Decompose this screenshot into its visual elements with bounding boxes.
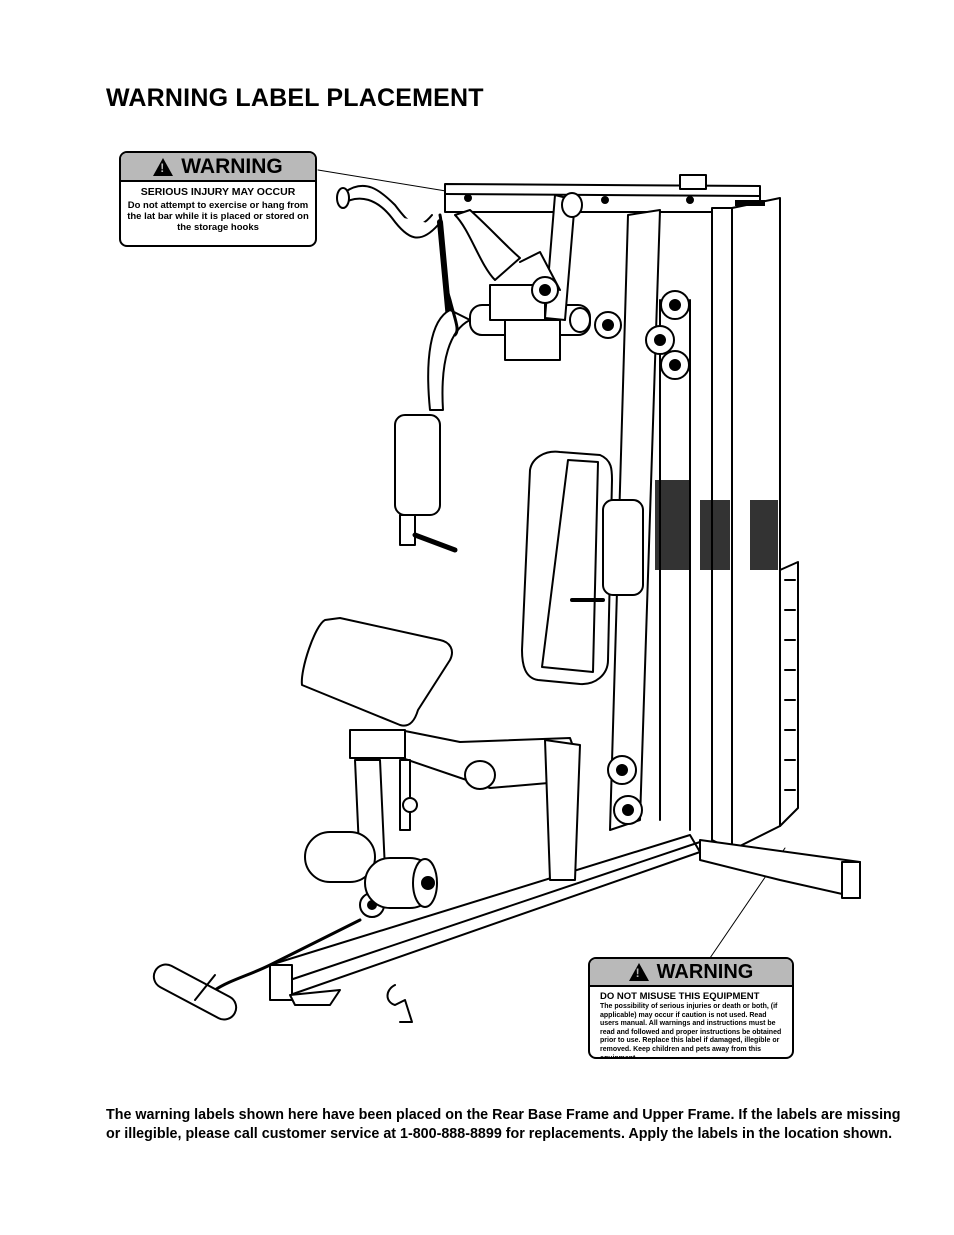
warning-label-lower: WARNING DO NOT MISUSE THIS EQUIPMENT The… (588, 957, 794, 1059)
back-pad (521, 450, 644, 686)
warning-label-lower-header: WARNING (590, 959, 792, 987)
warning-label-upper: WARNING SERIOUS INJURY MAY OCCUR Do not … (119, 151, 317, 247)
ankle-handle (152, 963, 238, 1021)
warning-triangle-icon (153, 157, 174, 176)
weight-stack-tower (700, 197, 799, 851)
rear-base-frame (699, 839, 861, 899)
pulleys (359, 276, 690, 918)
warning-label-lower-heading: WARNING (656, 960, 754, 983)
guide-rods (655, 299, 691, 831)
press-arm (394, 192, 591, 553)
warning-label-upper-header: WARNING (121, 153, 315, 182)
chain (213, 213, 459, 992)
warning-label-lower-body: The possibility of serious injuries or d… (600, 1003, 782, 1059)
warning-label-upper-heading: WARNING (181, 154, 283, 178)
warning-label-upper-subheading: SERIOUS INJURY MAY OCCUR (140, 186, 296, 198)
warning-triangle-icon (628, 963, 649, 981)
seat (300, 617, 581, 881)
footnote-text: The warning labels shown here have been … (106, 1107, 901, 1142)
page-title: WARNING LABEL PLACEMENT (106, 84, 484, 112)
leader-line-upper (317, 169, 453, 193)
base-frame (269, 834, 701, 1006)
leg-rollers (304, 831, 438, 909)
storage-hook (386, 984, 413, 1023)
warning-label-upper-body: Do not attempt to exercise or hang from … (127, 200, 309, 233)
warning-label-lower-subheading: DO NOT MISUSE THIS EQUIPMENT (600, 991, 760, 1002)
upper-frame (444, 174, 761, 213)
